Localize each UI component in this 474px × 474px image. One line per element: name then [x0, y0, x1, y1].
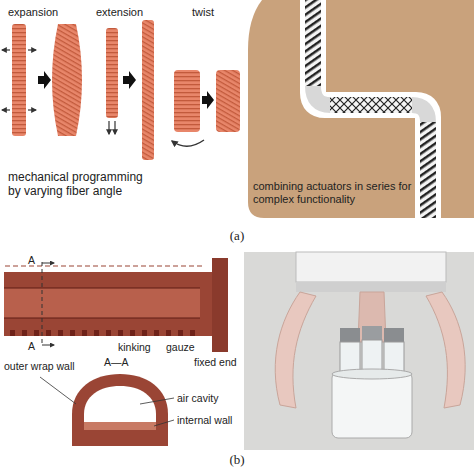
- actuator-series: [305, 0, 321, 86]
- actuator-series: [412, 105, 428, 122]
- expansion-actuator: [28, 49, 36, 50]
- gripper-photo: [332, 372, 412, 438]
- expansion-actuator: [2, 49, 10, 50]
- extension-actuator: [114, 121, 115, 134]
- extension-actuator: [106, 20, 154, 160]
- actuator-drawing: [42, 345, 54, 346]
- expansion-actuator: [28, 109, 36, 110]
- gripper-photo: [296, 282, 446, 292]
- gripper-photo: [362, 326, 382, 340]
- section-mark: A: [28, 254, 35, 267]
- part-label: kinking: [118, 341, 151, 354]
- gripper-photo: [296, 252, 446, 282]
- twist-actuator: [174, 70, 200, 132]
- expansion-actuator: [2, 24, 82, 136]
- actuator-drawing: [42, 262, 43, 346]
- cross-section: [72, 374, 168, 446]
- twist-actuator: [216, 70, 240, 132]
- panel-note: mechanical programming by varying fiber …: [8, 170, 150, 199]
- part-label: fixed end: [194, 356, 237, 369]
- mode-label: expansion: [8, 6, 58, 19]
- part-label: internal wall: [177, 414, 232, 427]
- actuator-drawing: [4, 288, 200, 289]
- panel-note: combining actuators in series for comple…: [253, 180, 413, 206]
- expansion-actuator: [12, 24, 26, 136]
- actuator-drawing: [10, 330, 195, 336]
- expansion-actuator: [2, 109, 10, 110]
- gripper-photo: [384, 328, 404, 342]
- part-label: air cavity: [177, 392, 218, 405]
- gripper-photo: [332, 369, 412, 379]
- gripper-photo: [275, 292, 316, 408]
- actuator-drawing: [212, 258, 228, 352]
- actuator-series: [313, 86, 330, 105]
- gripper-photo: [340, 328, 360, 342]
- extension-actuator: [108, 121, 109, 134]
- part-label: outer wrap wall: [4, 360, 75, 373]
- cross-section: [84, 386, 156, 422]
- section-mark: A: [28, 340, 35, 353]
- extension-actuator: [142, 20, 154, 160]
- actuator-series: [330, 97, 412, 113]
- mode-label: extension: [96, 6, 143, 19]
- expansion-actuator: [52, 24, 82, 136]
- leader-line: [154, 420, 174, 426]
- gripper-photo: [244, 252, 474, 450]
- panel-label: (a): [230, 228, 244, 244]
- panel-label: (b): [229, 452, 244, 468]
- actuator-drawing: [4, 318, 200, 319]
- part-label: gauze: [166, 341, 195, 354]
- expansion-actuator: [38, 71, 51, 89]
- twist-actuator: [202, 91, 214, 109]
- twist-actuator: [172, 140, 204, 146]
- actuator-drawing: [4, 288, 200, 318]
- tissue-region: [248, 0, 474, 218]
- leader-line: [40, 377, 76, 404]
- tissue-region: [248, 0, 474, 218]
- leader-line: [140, 398, 174, 404]
- cross-section: [72, 374, 168, 446]
- extension-actuator: [106, 28, 118, 118]
- actuator-drawing: [4, 272, 214, 336]
- gripper-photo: [426, 292, 465, 408]
- gripper-photo: [244, 252, 474, 450]
- mode-label: twist: [192, 6, 214, 19]
- gripper-photo: [358, 292, 386, 342]
- actuator-drawing: [42, 263, 54, 264]
- actuator-series: [420, 122, 436, 218]
- section-title: A—A: [104, 356, 129, 369]
- twist-actuator: [172, 70, 240, 146]
- cross-section: [84, 422, 156, 430]
- extension-actuator: [123, 71, 136, 89]
- actuator-drawing: [4, 258, 228, 352]
- leader-line: [40, 377, 174, 426]
